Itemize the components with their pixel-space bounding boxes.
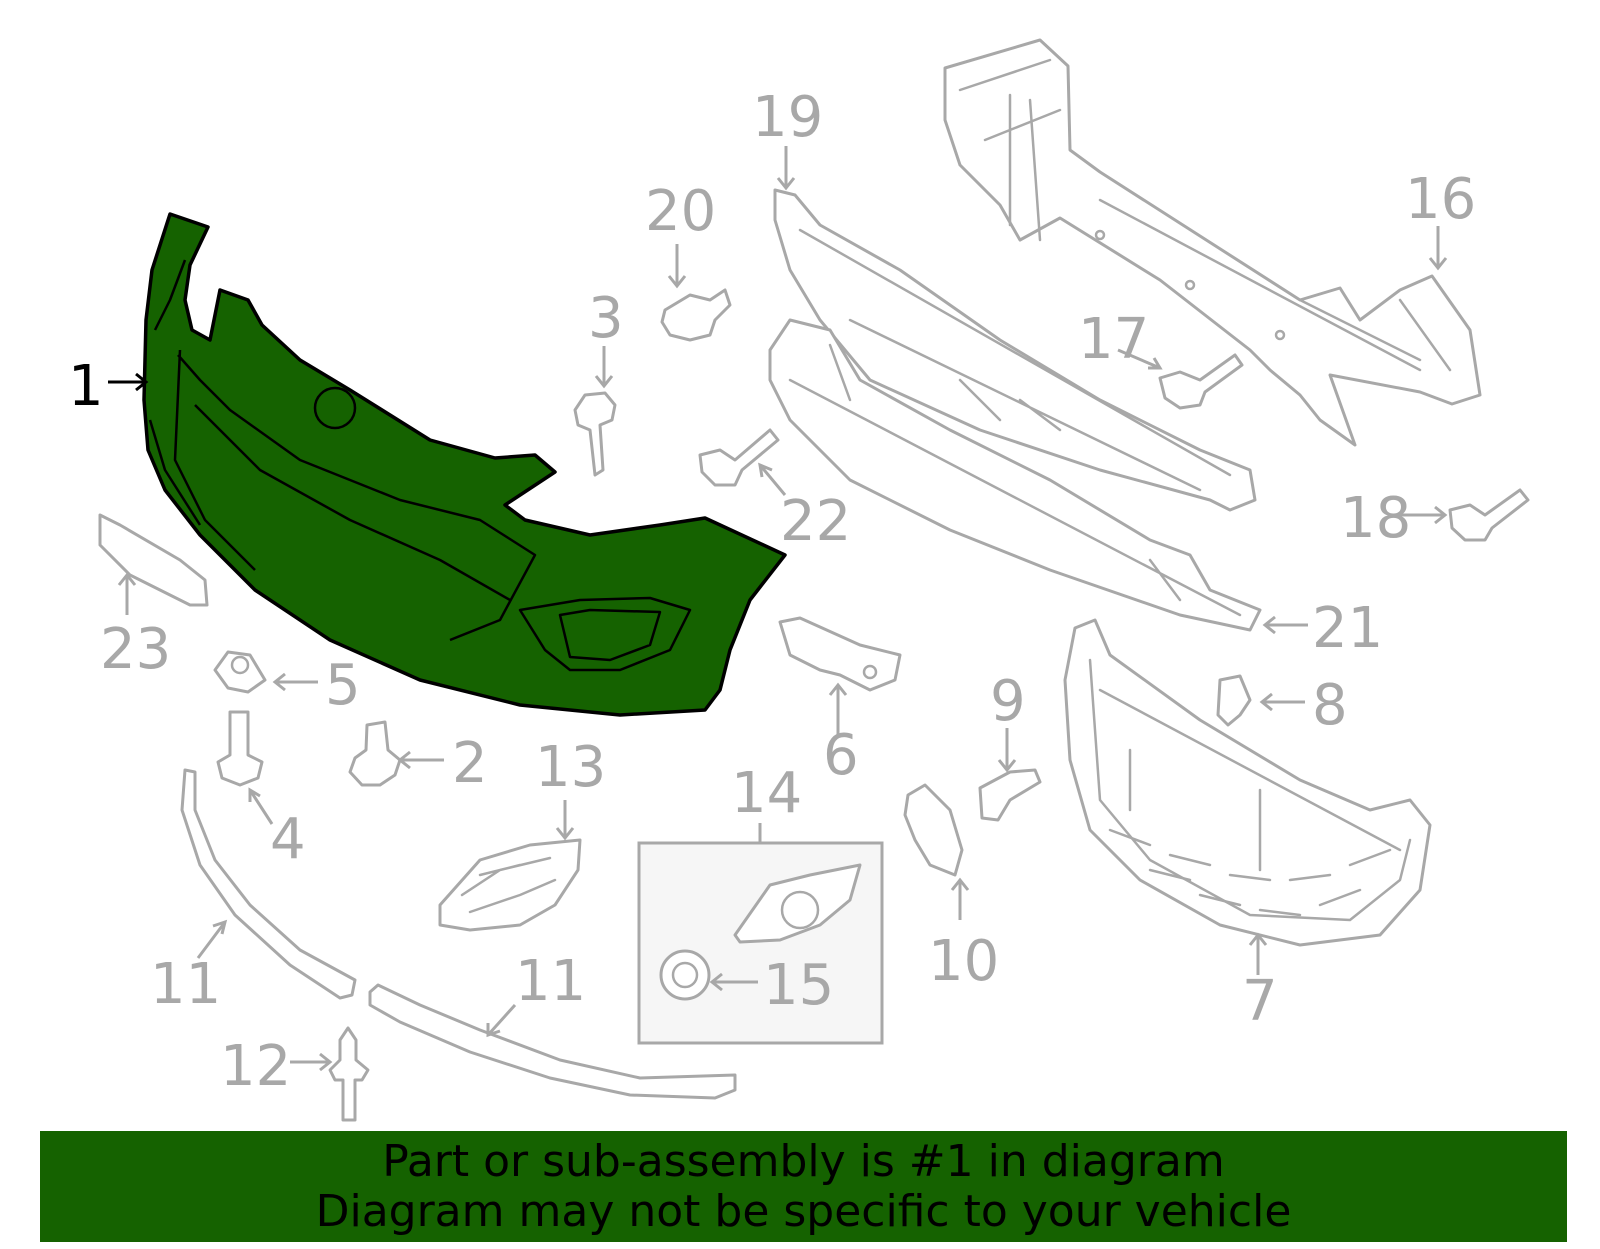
banner-line-1: Part or sub-assembly is #1 in diagram [382, 1135, 1225, 1187]
callout-13: 13 [535, 735, 606, 800]
part-upper-absorber[interactable] [773, 188, 1257, 512]
leader-4 [248, 787, 274, 825]
leader-lines [108, 146, 1448, 1072]
callout-23: 23 [100, 617, 171, 682]
callout-1: 1 [68, 354, 104, 419]
callout-11b: 11 [515, 949, 586, 1014]
leader-7 [1248, 932, 1268, 975]
leader-2 [397, 750, 444, 770]
leader-22 [758, 462, 787, 496]
leader-11b [486, 1003, 517, 1038]
part-fog-lamp-cover[interactable] [438, 838, 582, 932]
info-banner: Part or sub-assembly is #1 in diagram Di… [40, 1131, 1567, 1242]
part-bracket-9[interactable] [978, 768, 1042, 822]
leader-9 [997, 728, 1017, 773]
leader-17 [1117, 348, 1163, 370]
part-bolt-17[interactable] [1158, 353, 1244, 410]
callout-12: 12 [220, 1034, 291, 1099]
part-front-bumper-cover[interactable] [142, 212, 787, 717]
part-lower-absorber[interactable] [768, 318, 1262, 632]
callout-4: 4 [270, 807, 306, 872]
callout-16: 16 [1405, 167, 1476, 232]
part-bracket-6[interactable] [778, 616, 902, 692]
callout-7: 7 [1242, 969, 1278, 1034]
callout-3: 3 [588, 286, 624, 351]
part-reinforcement-bar[interactable] [943, 38, 1482, 447]
callout-9: 9 [990, 669, 1026, 734]
part-pin-12[interactable] [328, 1026, 370, 1122]
leader-10 [950, 877, 970, 920]
part-push-clip-20[interactable] [660, 288, 732, 342]
leader-13 [555, 800, 575, 841]
callout-21: 21 [1312, 596, 1383, 661]
callout-11a: 11 [150, 952, 221, 1017]
leader-12 [290, 1052, 333, 1072]
part-molding-11-right[interactable] [368, 983, 737, 1100]
part-box-14[interactable] [637, 841, 884, 1045]
banner-line-2: Diagram may not be specific to your vehi… [315, 1185, 1292, 1237]
part-bolt-3[interactable] [573, 391, 617, 477]
part-molding-11-left[interactable] [180, 768, 357, 1000]
part-grille[interactable] [1063, 618, 1432, 947]
callout-18: 18 [1340, 486, 1411, 551]
callout-8: 8 [1312, 673, 1348, 738]
callout-10: 10 [928, 929, 999, 994]
callout-2: 2 [452, 731, 488, 796]
leader-16 [1428, 226, 1448, 271]
callout-6: 6 [823, 723, 859, 788]
part-cover-10[interactable] [903, 783, 964, 877]
leader-8 [1259, 692, 1305, 712]
callout-5: 5 [325, 653, 361, 718]
part-bolt-18[interactable] [1448, 488, 1530, 542]
callout-15: 15 [763, 953, 834, 1018]
part-trim-strip[interactable] [98, 513, 209, 607]
leader-15 [709, 972, 758, 992]
part-bracket-8[interactable] [1216, 674, 1252, 727]
part-nut-5[interactable] [213, 650, 267, 694]
callout-19: 19 [752, 85, 823, 150]
leader-3 [594, 346, 614, 389]
part-bolt-22[interactable] [698, 428, 780, 487]
callout-20: 20 [645, 179, 716, 244]
leader-20 [667, 244, 687, 289]
leader-21 [1262, 615, 1308, 635]
leader-6 [828, 682, 848, 735]
part-stud-4[interactable] [216, 710, 264, 787]
leader-11a [196, 919, 228, 959]
leader-5 [272, 672, 318, 692]
callout-17: 17 [1078, 307, 1149, 372]
part-clip-2[interactable] [348, 720, 402, 787]
leader-23 [117, 572, 137, 615]
leader-18 [1396, 505, 1448, 525]
callout-22: 22 [780, 489, 851, 554]
leader-1 [108, 372, 149, 392]
leader-19 [776, 146, 796, 191]
callout-14: 14 [731, 761, 802, 826]
